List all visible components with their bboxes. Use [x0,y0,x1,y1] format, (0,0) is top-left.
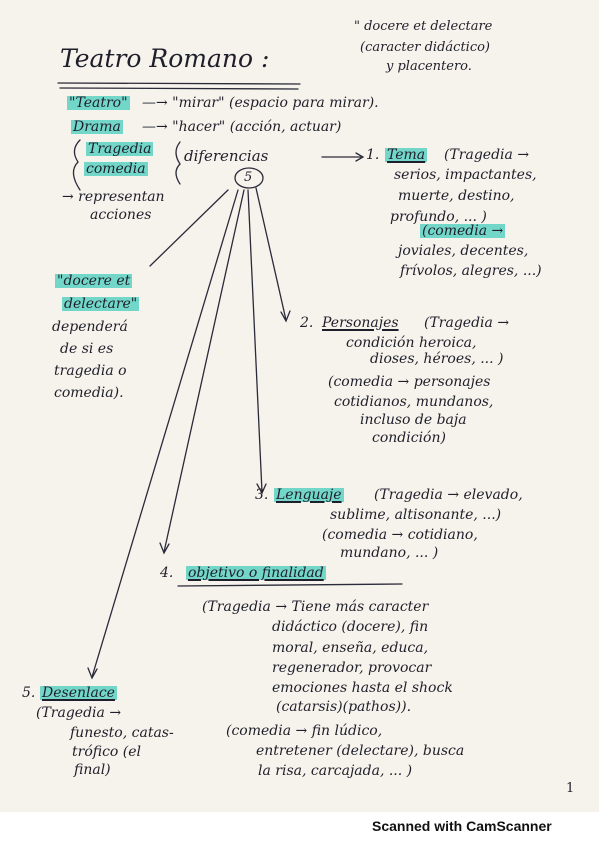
objetivo-number: 4. [160,565,174,581]
intro-line-1: " docere et delectare [354,19,493,34]
side-note-line-2: delectare" [62,296,140,312]
represent-line-2: acciones [90,207,152,223]
lenguaje-line: (Tragedia → elevado, [374,487,523,503]
tema-line: (Tragedia → [444,147,530,163]
personajes-line: condición heroica, [346,335,477,351]
lenguaje-line: (comedia → cotidiano, [322,527,478,543]
personajes-line: cotidianos, mundanos, [334,394,494,410]
lenguaje-number: 3. [255,487,269,503]
drama-word: Drama [71,119,123,135]
lenguaje-line: mundano, ... ) [340,545,439,561]
tema-line: (comedia → [420,223,506,239]
objetivo-line: (catarsis)(pathos)). [276,699,412,715]
objetivo-line: didáctico (docere), fin [272,619,429,635]
personajes-line: incluso de baja [360,412,467,428]
desenlace-line: trófico (el [72,744,142,760]
tema-line: joviales, decentes, [398,243,529,259]
tema-line: frívolos, alegres, ...) [400,263,542,279]
objetivo-line: moral, enseña, educa, [272,640,429,656]
desenlace-line: final) [74,762,111,778]
side-note-line-6: comedia). [54,385,124,401]
side-note-line-4: de si es [60,341,114,357]
scanner-watermark: Scanned with CamScanner [372,818,552,834]
personajes-line: dioses, héroes, ... ) [370,351,504,367]
tema-line: muerte, destino, [398,188,515,204]
objetivo-line: (Tragedia → Tiene más caracter [202,599,429,615]
tema-line: serios, impactantes, [394,167,537,183]
objetivo-heading: objetivo o finalidad [186,565,326,581]
intro-line-3: y placentero. [386,59,472,74]
desenlace-heading: Desenlace [40,685,117,701]
personajes-line: (Tragedia → [424,315,510,331]
page-title: Teatro Romano : [60,44,270,73]
intro-line-2: (caracter didáctico) [360,40,491,55]
desenlace-line: (comedia → fin lúdico, [226,723,383,739]
teatro-word: "Teatro" [67,95,130,111]
represent-line-1: → representan [62,189,165,205]
notebook-page: Teatro Romano : " docere et delectare (c… [0,0,599,812]
desenlace-line: (Tragedia → [36,705,122,721]
lenguaje-heading: Lenguaje [274,487,344,503]
desenlace-line: funesto, catas- [70,725,174,741]
desenlace-line: la risa, carcajada, ... ) [258,763,413,779]
lenguaje-line: sublime, altisonante, ...) [330,507,502,523]
differences-count: 5 [244,170,253,185]
objetivo-line: regenerador, provocar [272,660,432,676]
diferencias-label: diferencias [184,147,269,165]
personajes-line: (comedia → personajes [328,374,491,390]
tema-line: profundo, ... ) [390,209,487,225]
drama-meaning: —→ "hacer" (acción, actuar) [142,119,342,135]
page-number: 1 [566,781,575,796]
personajes-number: 2. [300,315,314,331]
side-note-line-1: "docere et [55,273,133,289]
desenlace-line: entretener (delectare), busca [256,743,465,759]
side-note-line-5: tragedia o [54,363,127,379]
personajes-heading: Personajes [322,315,399,331]
tema-heading: Tema [385,147,428,163]
personajes-line: condición) [372,430,446,446]
desenlace-number: 5. [22,685,36,701]
tema-number: 1. [366,147,380,163]
genre-tragedia: Tragedia [86,141,154,157]
diagram-arrows [57,82,403,680]
objetivo-line: emociones hasta el shock [272,680,453,696]
side-note-line-3: dependerá [52,319,128,335]
teatro-meaning: —→ "mirar" (espacio para mirar). [142,95,379,111]
genre-comedia: comedia [84,161,148,177]
